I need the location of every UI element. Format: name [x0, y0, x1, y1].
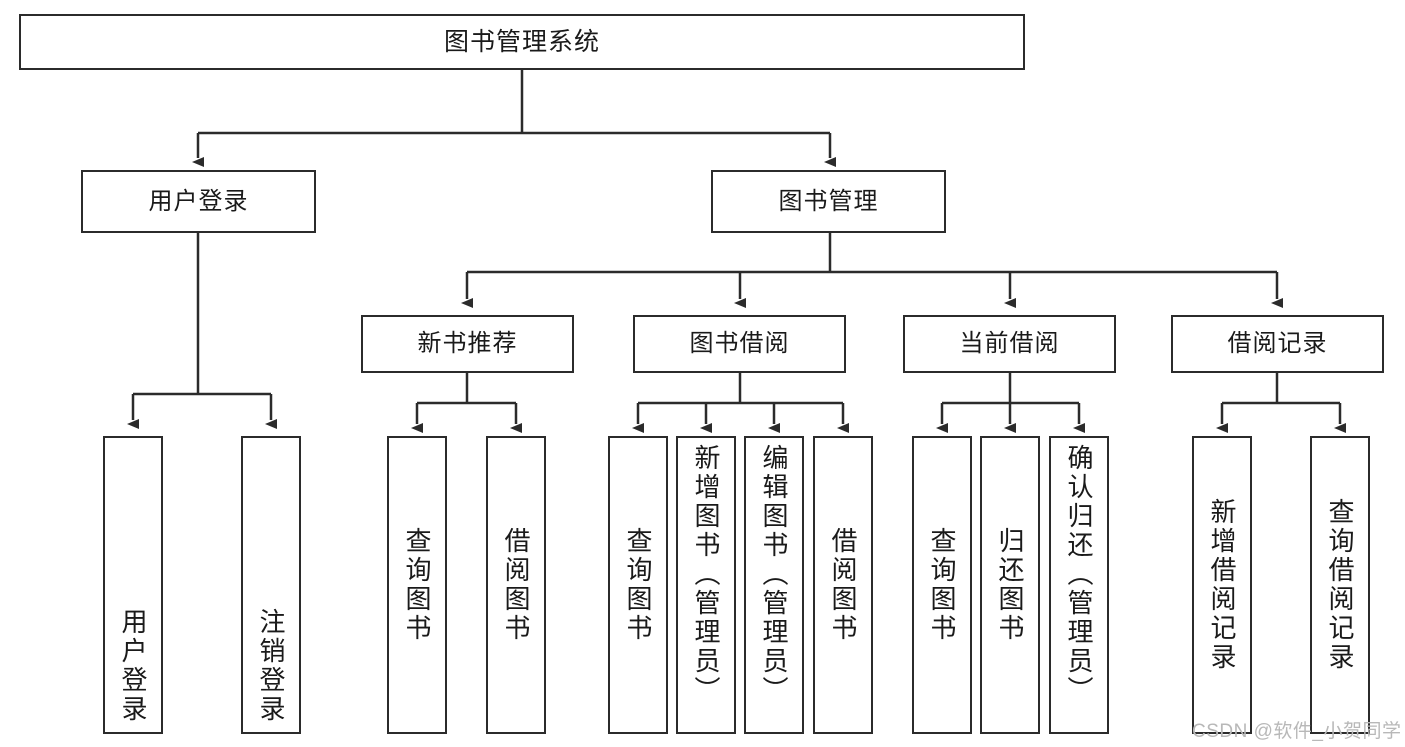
node-book-borrow-label: 图书借阅 — [689, 330, 790, 358]
leaf-query-books-current-label: 查询图书 — [927, 527, 957, 643]
leaf-query-borrow-record-label: 查询借阅记录 — [1325, 498, 1355, 672]
leaf-borrow-books-borrow-label: 借阅图书 — [828, 527, 858, 643]
node-book-borrow[interactable]: 图书借阅 — [633, 315, 846, 373]
node-root-system[interactable]: 图书管理系统 — [19, 14, 1025, 70]
leaf-query-borrow-record[interactable]: 查询借阅记录 — [1310, 436, 1370, 734]
leaf-logout-label: 注销登录 — [256, 608, 286, 724]
leaf-add-book-admin-label: 新增图书（管理员） — [691, 444, 721, 705]
node-new-book-recommendation-label: 新书推荐 — [417, 330, 518, 358]
node-book-management[interactable]: 图书管理 — [711, 170, 946, 233]
node-user-login-label: 用户登录 — [148, 187, 249, 215]
leaf-user-login-label: 用户登录 — [118, 608, 148, 724]
leaf-confirm-return-admin-label: 确认归还（管理员） — [1064, 444, 1094, 705]
leaf-query-books-borrow[interactable]: 查询图书 — [608, 436, 668, 734]
node-user-login[interactable]: 用户登录 — [81, 170, 316, 233]
leaf-query-books-newbook-label: 查询图书 — [402, 527, 432, 643]
leaf-logout[interactable]: 注销登录 — [241, 436, 301, 734]
leaf-query-books-current[interactable]: 查询图书 — [912, 436, 972, 734]
leaf-borrow-books-newbook-label: 借阅图书 — [501, 527, 531, 643]
node-current-borrow-label: 当前借阅 — [959, 330, 1060, 358]
node-root-system-label: 图书管理系统 — [443, 27, 600, 56]
leaf-user-login[interactable]: 用户登录 — [103, 436, 163, 734]
leaf-query-books-borrow-label: 查询图书 — [623, 527, 653, 643]
leaf-edit-book-admin[interactable]: 编辑图书（管理员） — [744, 436, 804, 734]
node-new-book-recommendation[interactable]: 新书推荐 — [361, 315, 574, 373]
leaf-add-borrow-record-label: 新增借阅记录 — [1207, 498, 1237, 672]
watermark-text: CSDN @软件_小贺同学 — [1192, 721, 1402, 742]
leaf-query-books-newbook[interactable]: 查询图书 — [387, 436, 447, 734]
node-current-borrow[interactable]: 当前借阅 — [903, 315, 1116, 373]
leaf-borrow-books-newbook[interactable]: 借阅图书 — [486, 436, 546, 734]
node-borrow-records[interactable]: 借阅记录 — [1171, 315, 1384, 373]
leaf-edit-book-admin-label: 编辑图书（管理员） — [759, 444, 789, 705]
leaf-return-books[interactable]: 归还图书 — [980, 436, 1040, 734]
leaf-return-books-label: 归还图书 — [995, 527, 1025, 643]
node-book-management-label: 图书管理 — [778, 187, 879, 215]
leaf-add-borrow-record[interactable]: 新增借阅记录 — [1192, 436, 1252, 734]
leaf-borrow-books-borrow[interactable]: 借阅图书 — [813, 436, 873, 734]
leaf-add-book-admin[interactable]: 新增图书（管理员） — [676, 436, 736, 734]
node-borrow-records-label: 借阅记录 — [1227, 330, 1328, 358]
leaf-confirm-return-admin[interactable]: 确认归还（管理员） — [1049, 436, 1109, 734]
